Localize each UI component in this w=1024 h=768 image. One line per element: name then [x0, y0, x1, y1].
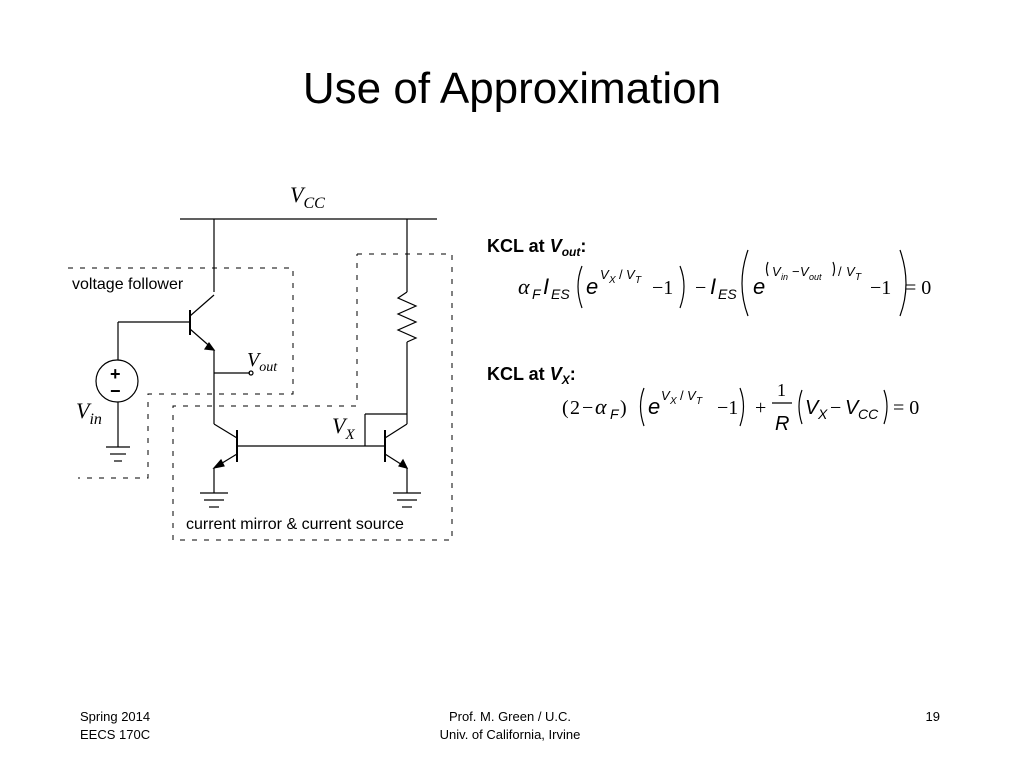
- svg-text:/: /: [838, 264, 842, 279]
- svg-text:in: in: [781, 272, 788, 282]
- svg-text:+: +: [755, 397, 766, 419]
- svg-text:V: V: [805, 397, 820, 419]
- svg-text:/: /: [680, 388, 684, 403]
- svg-text:V: V: [846, 264, 856, 279]
- resistor: [396, 291, 418, 343]
- svg-text:−: −: [792, 264, 800, 279]
- svg-text:(: (: [562, 397, 569, 419]
- mirror-label: current mirror & current source: [186, 516, 404, 533]
- vout-label: Vout: [247, 349, 278, 375]
- svg-text:V: V: [661, 388, 671, 403]
- source-minus: −: [110, 381, 121, 401]
- circuit-diagram: VCC Vout Vin VX + − voltage follower cur…: [68, 182, 453, 541]
- footer-left: Spring 2014 EECS 170C: [80, 708, 150, 744]
- svg-text:I: I: [710, 274, 716, 299]
- svg-text:α: α: [595, 394, 607, 419]
- svg-text:−: −: [830, 397, 841, 419]
- voltage-follower-box: [68, 267, 294, 479]
- svg-text:X: X: [669, 396, 677, 407]
- svg-text:e: e: [753, 274, 765, 299]
- svg-text:F: F: [532, 286, 542, 302]
- svg-text:ES: ES: [551, 286, 570, 302]
- vcc-label: VCC: [290, 182, 325, 212]
- svg-text:V: V: [600, 267, 610, 282]
- footer-author: Prof. M. Green / U.C.: [448, 709, 572, 724]
- mirror-box: [172, 253, 453, 541]
- slide-title: Use of Approximation: [302, 64, 722, 113]
- svg-text:T: T: [635, 275, 642, 286]
- svg-text:−: −: [582, 397, 593, 419]
- svg-text:/: /: [619, 267, 623, 282]
- svg-text:2: 2: [570, 397, 580, 419]
- svg-text:−1: −1: [870, 277, 891, 299]
- svg-text:1: 1: [777, 380, 786, 400]
- kcl-vout-equation: α F I ES e V X / V T −1 − I ES e V in − …: [518, 249, 931, 317]
- kcl-vout-label: KCL at Vout:: [487, 236, 587, 259]
- source-plus: +: [110, 364, 121, 384]
- svg-text:= 0: = 0: [893, 397, 919, 419]
- page-number: 19: [925, 709, 940, 724]
- svg-text:): ): [620, 397, 627, 419]
- svg-text:T: T: [696, 396, 703, 407]
- svg-text:V: V: [626, 267, 636, 282]
- svg-text:X: X: [608, 275, 616, 286]
- svg-text:−1: −1: [652, 277, 673, 299]
- svg-text:α: α: [518, 274, 530, 299]
- voltage-follower-label: voltage follower: [72, 276, 184, 293]
- kcl-vx-equation: ( 2 − α F ) e V X / V T −1 + 1 R V X − V…: [562, 380, 919, 435]
- footer-institution: Univ. of California, Irvine: [439, 727, 581, 742]
- svg-text:V: V: [687, 388, 697, 403]
- svg-text:e: e: [648, 394, 660, 419]
- footer-term: Spring 2014: [80, 709, 151, 724]
- vin-label: Vin: [76, 398, 102, 428]
- svg-text:R: R: [775, 413, 789, 435]
- svg-text:F: F: [610, 406, 620, 422]
- svg-text:V: V: [772, 264, 782, 279]
- svg-text:X: X: [817, 406, 828, 422]
- svg-text:T: T: [855, 272, 862, 283]
- svg-text:e: e: [586, 274, 598, 299]
- svg-text:−: −: [695, 277, 706, 299]
- voltage-source: [95, 359, 139, 403]
- svg-text:= 0: = 0: [905, 277, 931, 299]
- vx-label: VX: [332, 413, 355, 443]
- svg-text:CC: CC: [858, 406, 879, 422]
- svg-text:V: V: [800, 264, 810, 279]
- footer-center: Prof. M. Green / U.C. Univ. of Californi…: [400, 708, 620, 744]
- kcl-vx-label: KCL at VX:: [487, 364, 576, 387]
- svg-text:out: out: [809, 272, 822, 282]
- footer-course: EECS 170C: [80, 727, 151, 742]
- svg-text:−1: −1: [717, 397, 738, 419]
- svg-text:I: I: [543, 274, 549, 299]
- svg-text:ES: ES: [718, 286, 737, 302]
- svg-text:V: V: [845, 397, 860, 419]
